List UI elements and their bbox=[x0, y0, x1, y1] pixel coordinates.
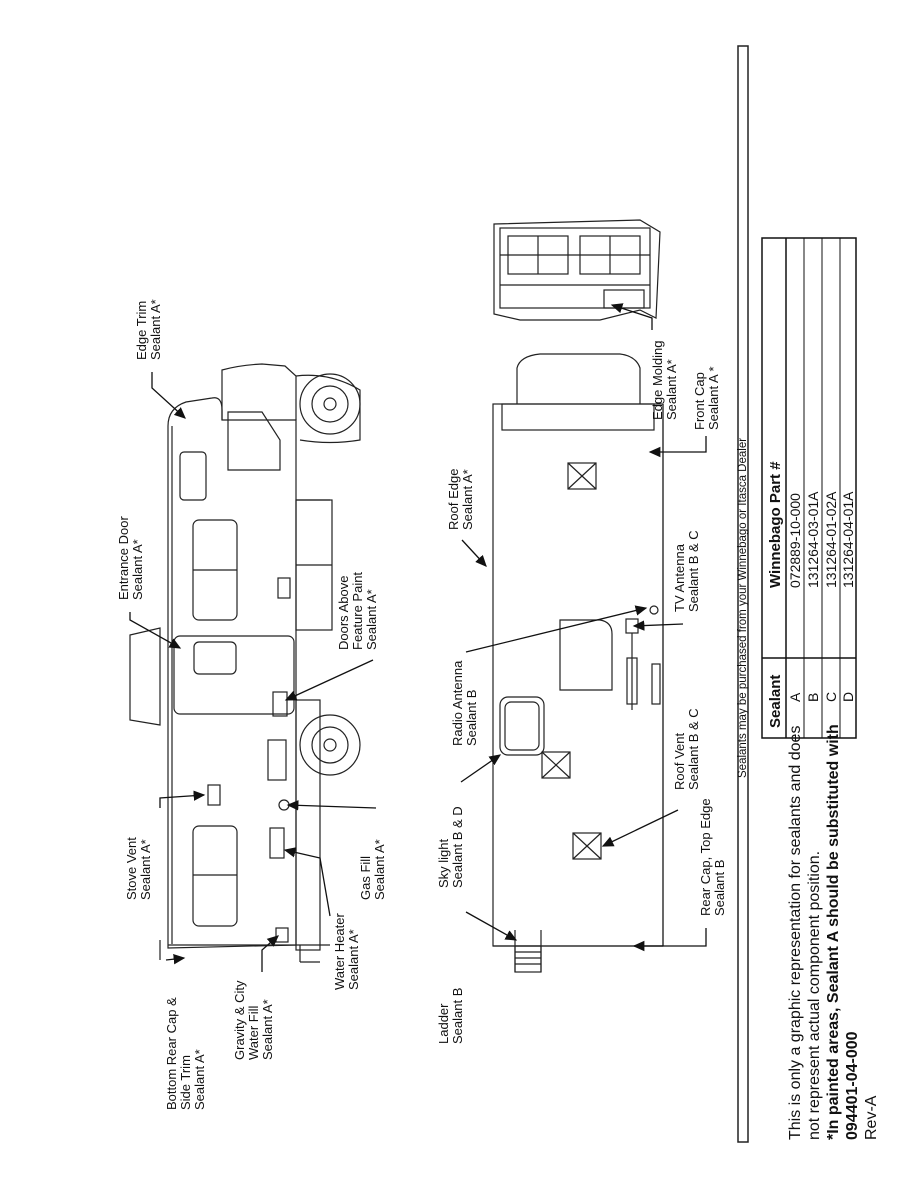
table-cell: D bbox=[840, 692, 856, 702]
svg-text:Rear Cap, Top Edge: Rear Cap, Top Edge bbox=[698, 798, 713, 916]
roof-view-drawing bbox=[492, 353, 664, 973]
callout-gravity-city: Gravity & City Water Fill Sealant A* bbox=[232, 980, 275, 1060]
callout-tv-antenna: TV Antenna Sealant B & C bbox=[672, 530, 701, 612]
svg-text:Sealant A*: Sealant A* bbox=[372, 839, 387, 900]
svg-text:Water Heater: Water Heater bbox=[332, 913, 347, 990]
callout-rear-cap-top: Rear Cap, Top Edge Sealant B bbox=[698, 798, 727, 916]
svg-text:Sealant A*: Sealant A* bbox=[148, 299, 163, 360]
svg-text:TV Antenna: TV Antenna bbox=[672, 543, 687, 612]
callout-ladder: Ladder Sealant B bbox=[436, 988, 465, 1044]
table-cell: 072889-10-000 bbox=[787, 493, 803, 588]
disclaimer-bold: *In painted areas, Sealant A should be s… bbox=[825, 724, 842, 1140]
svg-text:Sealant A*: Sealant A* bbox=[460, 469, 475, 530]
svg-text:Sealant A*: Sealant A* bbox=[346, 929, 361, 990]
svg-text:Stove Vent: Stove Vent bbox=[124, 837, 139, 900]
table-cell: C bbox=[823, 692, 839, 702]
svg-text:Sealant B: Sealant B bbox=[712, 860, 727, 916]
disclaimer-block: This is only a graphic representation fo… bbox=[787, 724, 880, 1140]
svg-text:Sealant A*: Sealant A* bbox=[664, 359, 679, 420]
svg-text:Edge Molding: Edge Molding bbox=[650, 341, 665, 421]
callout-stove-vent: Stove Vent Sealant A* bbox=[124, 837, 153, 900]
svg-text:Sealant A*: Sealant A* bbox=[364, 589, 379, 650]
svg-text:Sealant A *: Sealant A * bbox=[706, 366, 721, 430]
svg-text:Side Trim: Side Trim bbox=[178, 1055, 193, 1110]
callout-edge-trim: Edge Trim Sealant A* bbox=[134, 299, 163, 360]
callout-leaders bbox=[129, 303, 707, 972]
callout-roof-edge: Roof Edge Sealant A* bbox=[446, 469, 475, 530]
svg-text:Sealant B: Sealant B bbox=[450, 988, 465, 1044]
svg-text:Feature Paint: Feature Paint bbox=[350, 572, 365, 650]
svg-text:Bottom Rear Cap &: Bottom Rear Cap & bbox=[164, 997, 179, 1110]
svg-text:Edge Trim: Edge Trim bbox=[134, 301, 149, 360]
callout-bottom-rear-cap: Bottom Rear Cap & Side Trim Sealant A* bbox=[164, 997, 207, 1110]
svg-text:Doors Above: Doors Above bbox=[336, 576, 351, 650]
callout-roof-vent: Roof Vent Sealant B & C bbox=[672, 708, 701, 790]
callout-sky-light: Sky light Sealant B & D bbox=[436, 806, 465, 888]
svg-text:Entrance Door: Entrance Door bbox=[116, 516, 131, 600]
svg-text:Sealant A*: Sealant A* bbox=[138, 839, 153, 900]
svg-text:Gravity & City: Gravity & City bbox=[232, 980, 247, 1060]
callout-gas-fill: Gas Fill Sealant A* bbox=[358, 839, 387, 900]
svg-text:Sealant B & C: Sealant B & C bbox=[686, 530, 701, 612]
svg-text:Sky light: Sky light bbox=[436, 838, 451, 888]
sealant-part-table: Sealant Winnebago Part # A 072889-10-000… bbox=[761, 237, 857, 739]
svg-text:Sealants may be purchased from: Sealants may be purchased from your Winn… bbox=[737, 438, 749, 778]
disclaimer-line-2: not represent actual component position. bbox=[806, 851, 823, 1140]
svg-text:Sealant A*: Sealant A* bbox=[192, 1049, 207, 1110]
dealer-note: Sealants may be purchased from your Winn… bbox=[737, 438, 749, 778]
table-cell: 131264-01-02A bbox=[823, 491, 839, 588]
disclaimer-part-number: 094401-04-000 bbox=[844, 1031, 861, 1140]
svg-text:Sealant B & C: Sealant B & C bbox=[686, 708, 701, 790]
svg-text:Roof Edge: Roof Edge bbox=[446, 469, 461, 530]
callout-doors-above: Doors Above Feature Paint Sealant A* bbox=[336, 572, 379, 650]
callout-radio-antenna: Radio Antenna Sealant B bbox=[450, 660, 479, 746]
table-cell: 131264-04-01A bbox=[840, 491, 856, 588]
table-cell: B bbox=[805, 693, 821, 702]
front-cap-detail-drawing bbox=[493, 219, 661, 321]
callout-entrance-door: Entrance Door Sealant A* bbox=[116, 516, 145, 600]
table-header-sealant: Sealant bbox=[767, 675, 784, 728]
svg-text:Ladder: Ladder bbox=[436, 1003, 451, 1044]
callout-water-heater: Water Heater Sealant A* bbox=[332, 913, 361, 990]
svg-text:Roof Vent: Roof Vent bbox=[672, 733, 687, 790]
svg-text:Sealant A*: Sealant A* bbox=[260, 999, 275, 1060]
svg-text:Water Fill: Water Fill bbox=[246, 1005, 261, 1060]
svg-text:Gas Fill: Gas Fill bbox=[358, 856, 373, 900]
callout-edge-molding: Edge Molding Sealant A* bbox=[650, 341, 679, 421]
svg-text:Radio Antenna: Radio Antenna bbox=[450, 660, 465, 746]
svg-text:Sealant B & D: Sealant B & D bbox=[450, 806, 465, 888]
disclaimer-line-1: This is only a graphic representation fo… bbox=[787, 726, 804, 1140]
svg-text:Sealant B: Sealant B bbox=[464, 690, 479, 746]
table-cell: 131264-03-01A bbox=[805, 491, 821, 588]
table-header-part: Winnebago Part # bbox=[767, 461, 784, 588]
svg-text:Sealant A*: Sealant A* bbox=[130, 539, 145, 600]
revision-label: Rev-A bbox=[863, 1095, 880, 1140]
callout-front-cap: Front Cap Sealant A * bbox=[692, 366, 721, 430]
side-view-drawing bbox=[129, 363, 361, 963]
svg-text:Front Cap: Front Cap bbox=[692, 372, 707, 430]
table-cell: A bbox=[787, 692, 803, 702]
